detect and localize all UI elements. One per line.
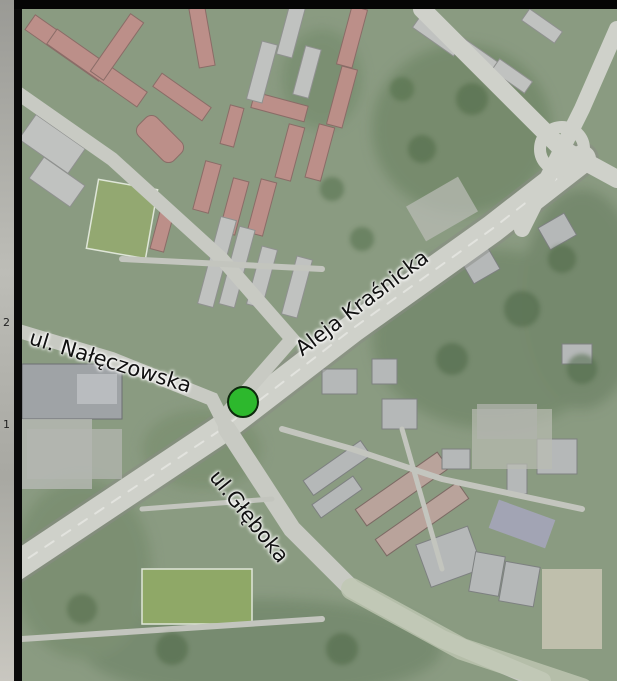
aerial-map[interactable]: ul. Nałęczowska Aleja Kraśnicka ul.Głębo… xyxy=(22,9,617,681)
edge-mark-top: 2 xyxy=(3,316,10,329)
tree-texture xyxy=(67,77,597,665)
road-network xyxy=(22,9,617,681)
frame-border-top xyxy=(14,0,617,9)
frame-border-left xyxy=(14,0,22,681)
edge-mark-bottom: 1 xyxy=(3,418,10,431)
aerial-imagery xyxy=(22,9,617,681)
parking-lots xyxy=(27,176,537,479)
adjacent-map-strip: 2 1 xyxy=(0,0,22,681)
location-marker[interactable] xyxy=(227,386,259,418)
residential-buildings xyxy=(22,9,564,319)
